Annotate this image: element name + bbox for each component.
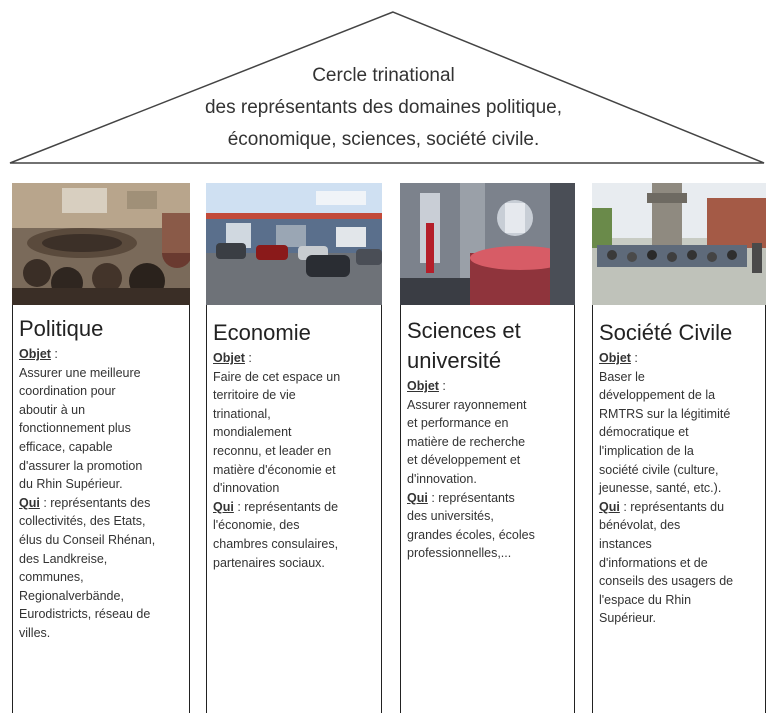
pillar-sciences-text: Sciences et université Objet : Assurer r… <box>407 316 570 563</box>
qui-label: Qui <box>599 499 620 514</box>
qui-label: Qui <box>407 490 428 505</box>
laboratory-photo <box>400 183 575 305</box>
roof-line-3: économique, sciences, société civile. <box>227 129 540 150</box>
pillar-societe-civile-text: Société Civile Objet : Baser le développ… <box>599 318 761 628</box>
pillar-politique-text: Politique Objet : Assurer une meilleure … <box>19 314 185 643</box>
meeting-photo <box>12 183 190 305</box>
pillar-economie: Economie Objet : Faire de cet espace un … <box>206 183 382 713</box>
roof-triangle <box>9 11 765 164</box>
qui-label: Qui <box>213 499 234 514</box>
pillar-societe-civile: Société Civile Objet : Baser le développ… <box>592 183 766 713</box>
town-square-photo <box>592 183 766 305</box>
objet-label: Objet <box>599 351 631 365</box>
qui-label: Qui <box>19 495 40 510</box>
roof-line-1: Cercle trinational <box>312 65 455 86</box>
pillar-politique: Politique Objet : Assurer une meilleure … <box>12 183 190 713</box>
industrial-park-photo <box>206 183 382 305</box>
pillar-sciences: Sciences et université Objet : Assurer r… <box>400 183 575 713</box>
roof-line-2: des représentants des domaines politique… <box>204 97 562 118</box>
pillar-economie-text: Economie Objet : Faire de cet espace un … <box>213 318 377 572</box>
pillar-title: Economie <box>213 320 311 345</box>
objet-label: Objet <box>213 351 245 365</box>
objet-label: Objet <box>407 379 439 393</box>
pillar-title: Sciences et université <box>407 318 521 373</box>
pillar-title: Société Civile <box>599 320 733 345</box>
pillar-title: Politique <box>19 316 104 341</box>
roof-title: Cercle trinational des représentants des… <box>120 60 647 156</box>
objet-label: Objet <box>19 347 51 361</box>
